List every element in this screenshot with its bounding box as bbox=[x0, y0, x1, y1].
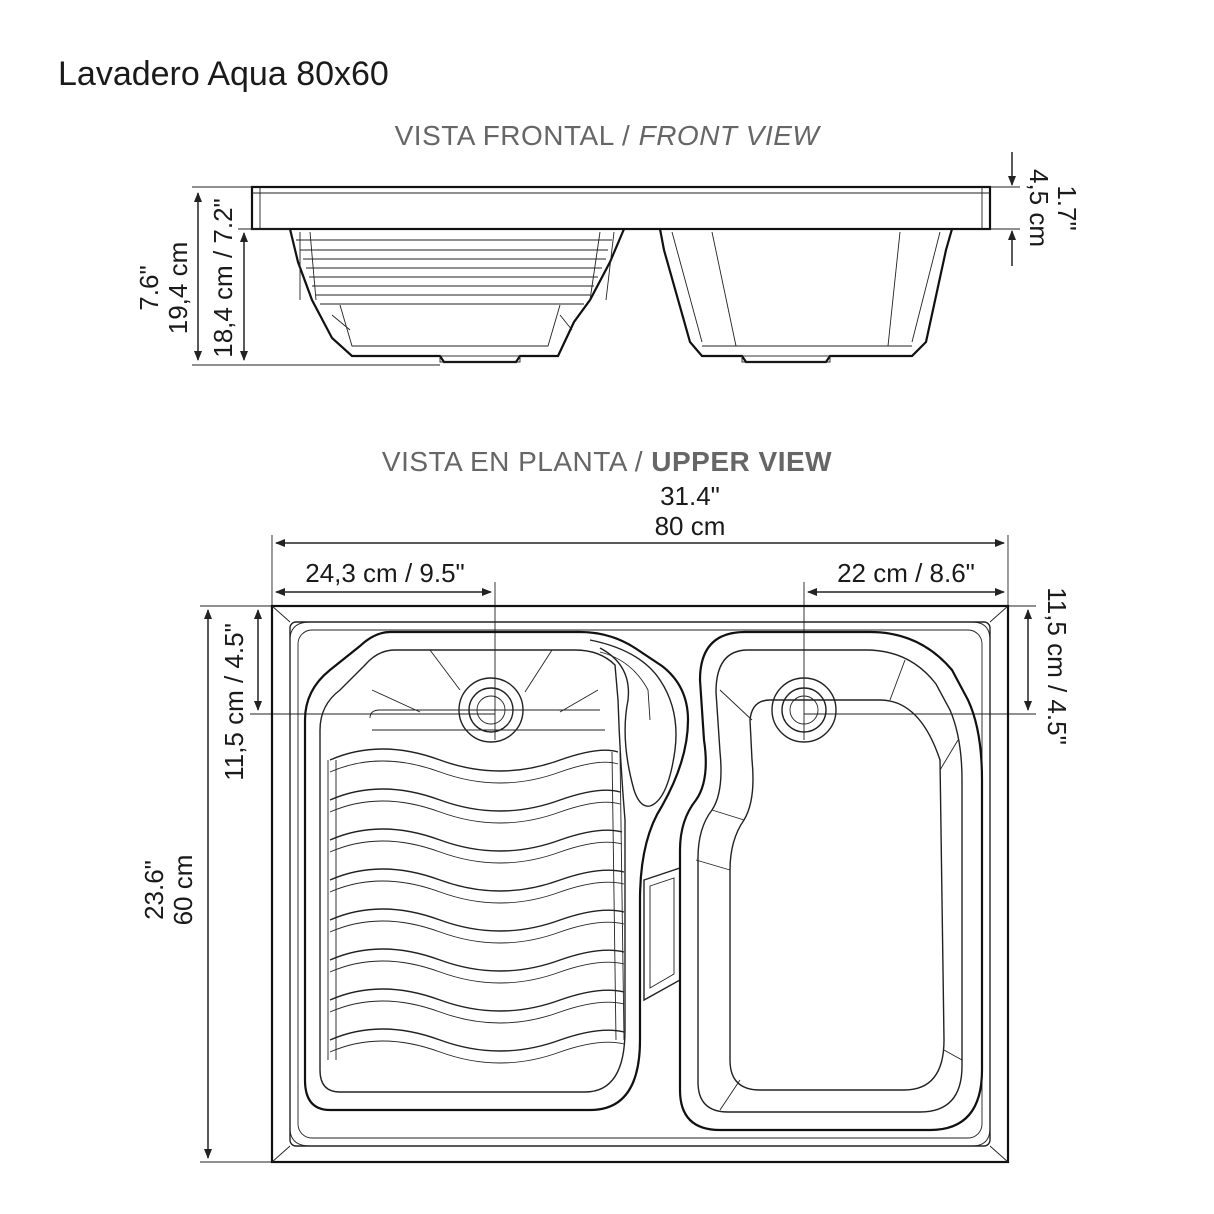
front-left-basin bbox=[288, 228, 626, 364]
front-countertop bbox=[250, 185, 992, 231]
washboard-ribs bbox=[329, 748, 625, 1064]
left-drain-offset-label: 24,3 cm / 9.5" bbox=[305, 558, 465, 588]
upper-depth-in: 23.6" bbox=[139, 860, 169, 920]
front-total-height-cm: 19,4 cm bbox=[163, 242, 193, 335]
front-dim-top-thickness: 1.7" 4,5 cm bbox=[990, 152, 1082, 266]
sink-outer-frame bbox=[270, 604, 1010, 1164]
upper-view: VISTA EN PLANTA / UPPER VIEW 31.4" 80 cm… bbox=[139, 446, 1072, 1164]
right-drain-offset-label: 22 cm / 8.6" bbox=[837, 558, 975, 588]
upper-dim-depth: 23.6" 60 cm bbox=[139, 605, 272, 1163]
upper-dim-left-drain-depth: 11,5 cm / 4.5" bbox=[219, 605, 495, 781]
front-dim-total-height: 7.6" 19,4 cm bbox=[134, 186, 440, 366]
front-top-thickness-in: 1.7" bbox=[1052, 185, 1082, 230]
front-top-thickness-cm: 4,5 cm bbox=[1024, 169, 1054, 247]
front-dim-basin-depth: 18,4 cm / 7.2" bbox=[208, 198, 290, 361]
front-right-basin bbox=[658, 228, 954, 364]
right-drain-depth-label: 11,5 cm / 4.5" bbox=[1042, 587, 1072, 745]
front-view: VISTA FRONTAL / FRONT VIEW bbox=[134, 120, 1082, 366]
left-drain-depth-label: 11,5 cm / 4.5" bbox=[219, 623, 249, 781]
right-basin bbox=[678, 630, 984, 1132]
upper-dim-width: 31.4" 80 cm bbox=[271, 481, 1009, 605]
upper-dim-left-drain-offset: 24,3 cm / 9.5" bbox=[275, 558, 496, 740]
upper-width-in: 31.4" bbox=[660, 481, 720, 511]
front-total-height-in: 7.6" bbox=[134, 265, 164, 310]
front-view-heading: VISTA FRONTAL / FRONT VIEW bbox=[395, 120, 822, 151]
upper-depth-cm: 60 cm bbox=[168, 855, 198, 926]
front-basin-depth: 18,4 cm / 7.2" bbox=[208, 198, 238, 358]
upper-width-cm: 80 cm bbox=[655, 511, 726, 541]
upper-dim-right-drain-depth: 11,5 cm / 4.5" bbox=[804, 587, 1072, 745]
upper-dim-right-drain-offset: 22 cm / 8.6" bbox=[803, 558, 1005, 740]
upper-view-heading: VISTA EN PLANTA / UPPER VIEW bbox=[382, 446, 832, 477]
left-basin-washboard bbox=[303, 630, 690, 1112]
page-title: Lavadero Aqua 80x60 bbox=[58, 55, 389, 93]
